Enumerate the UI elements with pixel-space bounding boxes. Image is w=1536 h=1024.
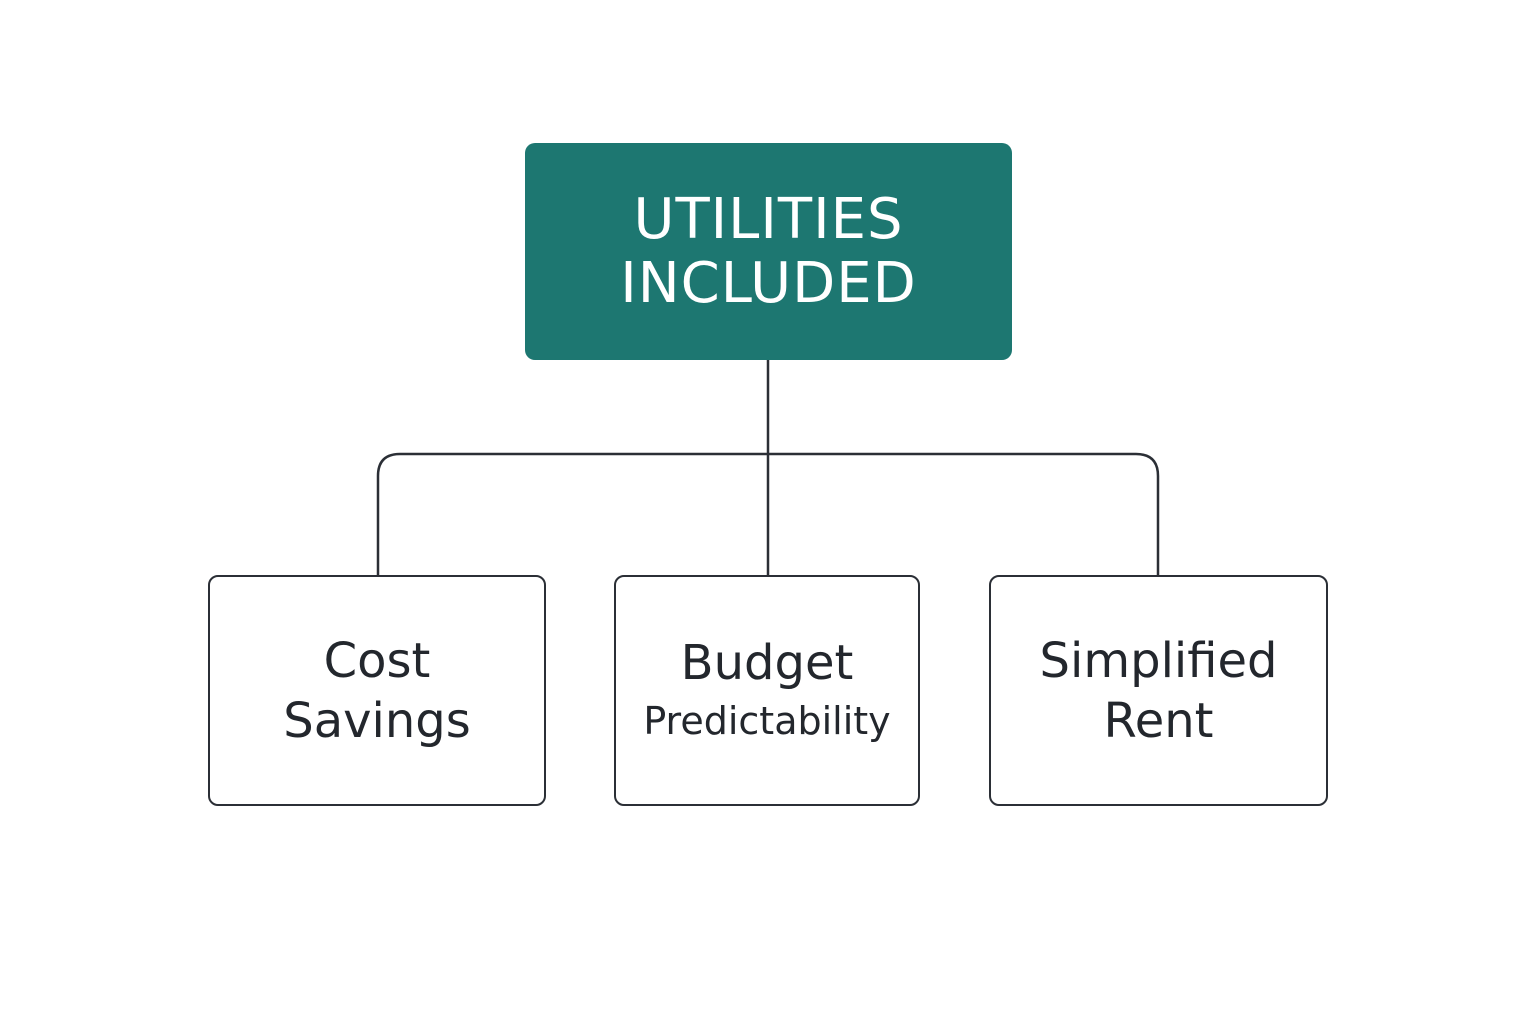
root-node-label-line2: INCLUDED [620,250,917,316]
child-node-budget-predictability: Budget Predictability [614,575,920,806]
child-node-label-line2: Predictability [643,698,891,743]
connector-left [376,452,768,575]
child-node-label-line2: Rent [1103,692,1214,749]
child-node-cost-savings: Cost Savings [208,575,546,806]
child-node-label-line2: Savings [283,692,471,749]
child-node-label-line1: Simplified [1039,632,1278,689]
connector-right [768,452,1160,575]
root-node-utilities-included: UTILITIES INCLUDED [525,143,1012,360]
child-node-simplified-rent: Simplified Rent [989,575,1328,806]
root-node-label-line1: UTILITIES [633,186,904,252]
child-node-label-line1: Budget [680,634,854,691]
child-node-label-line1: Cost [323,632,431,689]
